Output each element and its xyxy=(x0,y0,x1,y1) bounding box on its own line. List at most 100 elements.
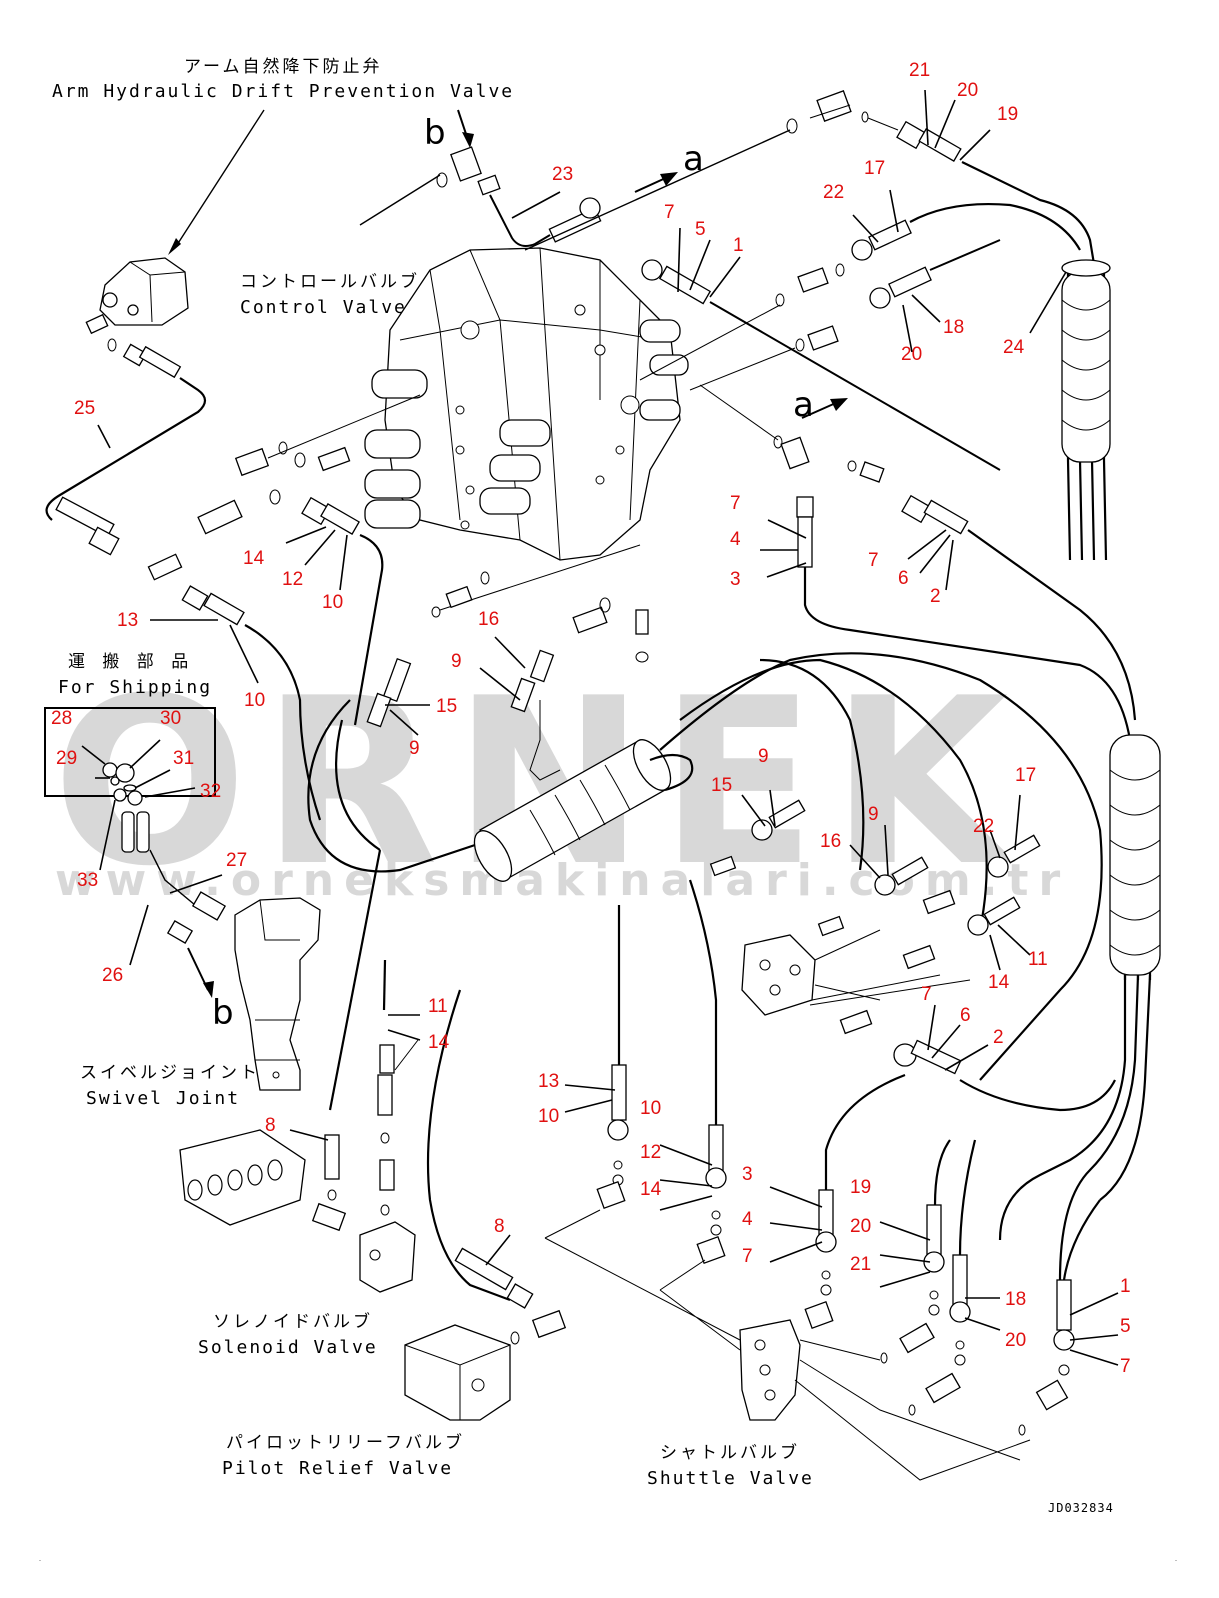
hose-bundle-center xyxy=(307,652,1103,1111)
callout: 8 xyxy=(265,1115,276,1136)
callout: 6 xyxy=(960,1005,971,1026)
label-arm-drift-valve: アーム自然降下防止弁 Arm Hydraulic Drift Preventio… xyxy=(52,57,514,102)
leader-lines xyxy=(81,89,1119,1366)
callout: 25 xyxy=(74,398,95,419)
callout: 16 xyxy=(478,609,499,630)
callout: 9 xyxy=(758,746,769,767)
callout: 10 xyxy=(538,1106,559,1127)
label-pilot-relief-valve: パイロットリリーフバルブ Pilot Relief Valve xyxy=(222,1432,465,1479)
callout: 10 xyxy=(244,690,265,711)
callout: 10 xyxy=(322,592,343,613)
callout: 5 xyxy=(695,219,706,240)
callout: 8 xyxy=(494,1216,505,1237)
document-id: JD032834 xyxy=(1048,1501,1114,1515)
callout: 20 xyxy=(957,80,978,101)
callout: 21 xyxy=(850,1254,871,1275)
callout: 7 xyxy=(921,984,932,1005)
callout: 15 xyxy=(711,775,732,796)
pilot-relief-valve-en: Pilot Relief Valve xyxy=(222,1458,453,1479)
arm-drift-valve-jp: アーム自然降下防止弁 xyxy=(184,57,382,77)
swivel-joint-jp: スイベルジョイント xyxy=(80,1063,260,1083)
pilot-relief-valve-part xyxy=(404,989,567,1421)
callout: 14 xyxy=(428,1032,450,1053)
callout: 1 xyxy=(1120,1276,1131,1297)
callout: 19 xyxy=(850,1177,871,1198)
flow-marker-a-mid: a xyxy=(793,385,814,425)
callout: 18 xyxy=(1005,1289,1026,1310)
flow-marker-b-bottom: b xyxy=(212,993,234,1033)
solenoid-valve-jp: ソレノイドバルブ xyxy=(213,1311,373,1332)
for-shipping-en: For Shipping xyxy=(58,677,212,698)
hose-bundle-right xyxy=(998,259,1161,1281)
hose-25-end xyxy=(55,496,120,556)
swivel-joint-en: Swivel Joint xyxy=(86,1088,240,1109)
shuttle-valve-en: Shuttle Valve xyxy=(647,1468,814,1489)
callout-numbers: 21 20 19 23 17 22 7 5 1 18 20 24 25 7 4 … xyxy=(51,60,1131,1377)
callout: 2 xyxy=(993,1027,1004,1048)
callout: 9 xyxy=(409,738,420,759)
callout: 16 xyxy=(820,831,841,852)
swivel-joint-part xyxy=(234,897,321,1091)
for-shipping-jp: 運 搬 部 品 xyxy=(68,652,194,672)
left-fittings xyxy=(147,394,649,821)
callout: 30 xyxy=(160,708,181,729)
callout: 6 xyxy=(898,568,909,589)
pilot-relief-valve-jp: パイロットリリーフバルブ xyxy=(226,1432,465,1453)
label-shuttle-valve: シャトルバルブ Shuttle Valve xyxy=(647,1442,814,1489)
callout: 20 xyxy=(850,1216,871,1237)
arm-drift-valve-part xyxy=(85,109,265,379)
control-valve-en: Control Valve xyxy=(240,297,407,318)
callout: 22 xyxy=(973,816,994,837)
callout: 22 xyxy=(823,182,844,203)
callout: 7 xyxy=(742,1246,753,1267)
callout: 14 xyxy=(243,548,265,569)
callout: 32 xyxy=(200,781,221,802)
callout: 4 xyxy=(730,529,741,550)
callout: 28 xyxy=(51,708,72,729)
shipping-parts xyxy=(102,762,227,998)
flow-marker-a-top: a xyxy=(683,139,704,179)
callout: 3 xyxy=(742,1164,753,1185)
flow-marker-b-top: b xyxy=(424,113,446,153)
callout: 5 xyxy=(1120,1316,1131,1337)
callout: 13 xyxy=(538,1071,559,1092)
callout: 7 xyxy=(730,493,741,514)
callout: 2 xyxy=(930,586,941,607)
callout: 14 xyxy=(640,1179,662,1200)
callout: 15 xyxy=(436,696,457,717)
lower-fittings xyxy=(379,799,1116,1481)
callout: 27 xyxy=(226,850,247,871)
callout: 29 xyxy=(56,748,77,769)
callout: 14 xyxy=(988,972,1010,993)
callout: 9 xyxy=(868,804,879,825)
top-fittings xyxy=(359,90,1137,741)
label-for-shipping: 運 搬 部 品 For Shipping xyxy=(58,652,212,698)
callout: 20 xyxy=(901,344,922,365)
callout: 18 xyxy=(943,317,964,338)
callout: 10 xyxy=(640,1098,661,1119)
callout: 12 xyxy=(640,1142,661,1163)
callout: 21 xyxy=(909,60,930,81)
callout: 33 xyxy=(77,870,98,891)
callout: 20 xyxy=(1005,1330,1026,1351)
callout: 17 xyxy=(864,158,885,179)
callout: 7 xyxy=(868,550,879,571)
label-swivel-joint: スイベルジョイント Swivel Joint xyxy=(80,1063,260,1109)
callout: 4 xyxy=(742,1209,753,1230)
callout: 11 xyxy=(1028,949,1048,970)
callout: 7 xyxy=(1120,1356,1131,1377)
control-valve-jp: コントロールバルブ xyxy=(240,271,420,292)
callout: 31 xyxy=(173,748,194,769)
callout: 12 xyxy=(282,569,303,590)
shuttle-valve-jp: シャトルバルブ xyxy=(660,1442,800,1463)
arm-drift-valve-en: Arm Hydraulic Drift Prevention Valve xyxy=(52,81,514,102)
callout: 9 xyxy=(451,651,462,672)
solenoid-valve-part xyxy=(179,1039,419,1293)
callout: 19 xyxy=(997,104,1018,125)
callout: 17 xyxy=(1015,765,1036,786)
callout: 1 xyxy=(733,235,744,256)
label-control-valve: コントロールバルブ Control Valve xyxy=(240,271,420,318)
callout: 3 xyxy=(730,569,741,590)
